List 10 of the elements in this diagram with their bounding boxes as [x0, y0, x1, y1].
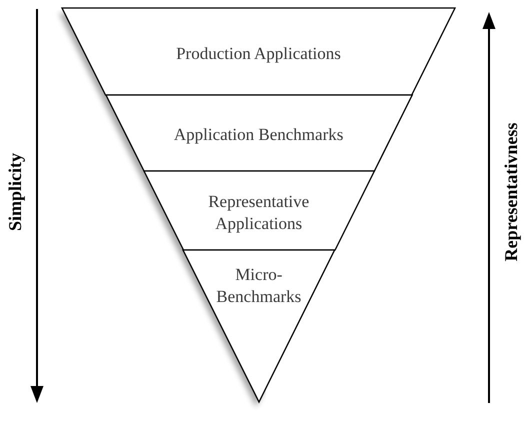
triangle-band [183, 250, 335, 402]
axis-label: Representativness [501, 122, 521, 262]
band-label: Application Benchmarks [174, 124, 344, 146]
band-label: Micro- Benchmarks [215, 264, 302, 308]
trapezoid-band [62, 8, 455, 95]
axis-label: Simplicity [5, 153, 25, 231]
trapezoid-band [106, 95, 412, 171]
band-label: Representative Applications [207, 190, 310, 234]
band-label: Production Applications [176, 42, 341, 64]
trapezoid-band [144, 171, 374, 250]
